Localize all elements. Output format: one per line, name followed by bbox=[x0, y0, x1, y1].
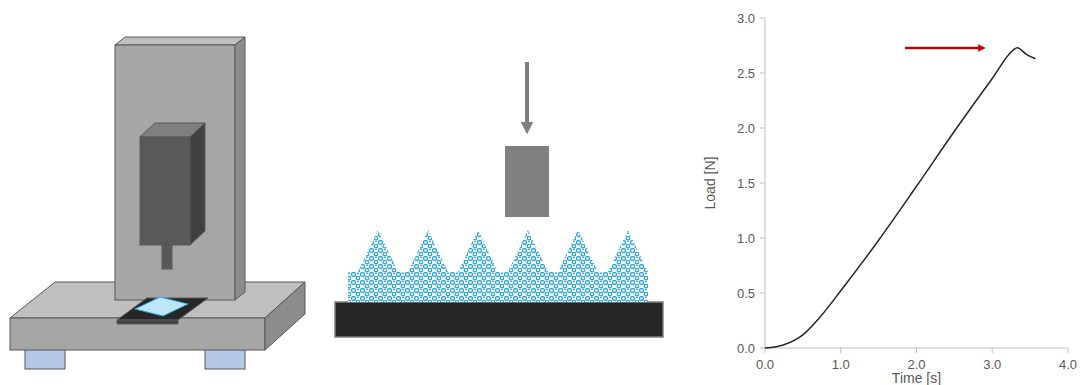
y-tick-label: 1.5 bbox=[737, 177, 755, 190]
y-tick-label: 0.5 bbox=[737, 287, 755, 300]
load-cell bbox=[140, 137, 190, 245]
sample-stage bbox=[117, 320, 178, 324]
machine-foot bbox=[205, 349, 245, 369]
microneedle-setup bbox=[335, 62, 663, 337]
machine-column bbox=[115, 45, 235, 300]
y-tick-label: 1.0 bbox=[737, 232, 755, 245]
tick-mark bbox=[840, 348, 841, 353]
load-curve bbox=[765, 48, 1035, 348]
machine-base bbox=[265, 282, 305, 350]
tick-mark bbox=[1068, 348, 1069, 353]
tick-mark bbox=[760, 128, 765, 129]
x-tick-label: 0.0 bbox=[756, 358, 774, 371]
y-tick-label: 0.0 bbox=[737, 342, 755, 355]
microneedle-array bbox=[348, 230, 648, 302]
x-tick-label: 3.0 bbox=[983, 358, 1001, 371]
tick-mark bbox=[760, 238, 765, 239]
load-cell bbox=[190, 123, 205, 245]
tick-mark bbox=[760, 73, 765, 74]
probe bbox=[505, 146, 549, 217]
machine-column bbox=[235, 37, 245, 300]
sample-stage bbox=[117, 298, 208, 320]
x-axis-title: Time [s] bbox=[892, 371, 941, 385]
x-tick-label: 2.0 bbox=[907, 358, 925, 371]
y-tick-label: 2.0 bbox=[737, 122, 755, 135]
platform bbox=[335, 302, 663, 337]
tick-mark bbox=[760, 18, 765, 19]
sample bbox=[135, 297, 188, 316]
probe-rod bbox=[162, 245, 172, 269]
y-axis-title: Load [N] bbox=[703, 157, 717, 210]
machine-foot bbox=[25, 349, 65, 369]
tick-mark bbox=[765, 348, 766, 353]
tick-mark bbox=[760, 183, 765, 184]
tick-mark bbox=[760, 348, 765, 349]
tick-mark bbox=[760, 293, 765, 294]
y-tick-label: 3.0 bbox=[737, 12, 755, 25]
x-tick-label: 4.0 bbox=[1059, 358, 1077, 371]
tick-mark bbox=[992, 348, 993, 353]
y-tick-label: 2.5 bbox=[737, 67, 755, 80]
load-time-chart bbox=[760, 18, 1068, 353]
machine-base bbox=[10, 318, 265, 350]
testing-machine bbox=[10, 37, 305, 369]
x-tick-label: 1.0 bbox=[832, 358, 850, 371]
peak-arrow bbox=[905, 47, 982, 50]
machine-column bbox=[115, 37, 245, 45]
load-arrow bbox=[525, 62, 529, 128]
tick-mark bbox=[916, 348, 917, 353]
